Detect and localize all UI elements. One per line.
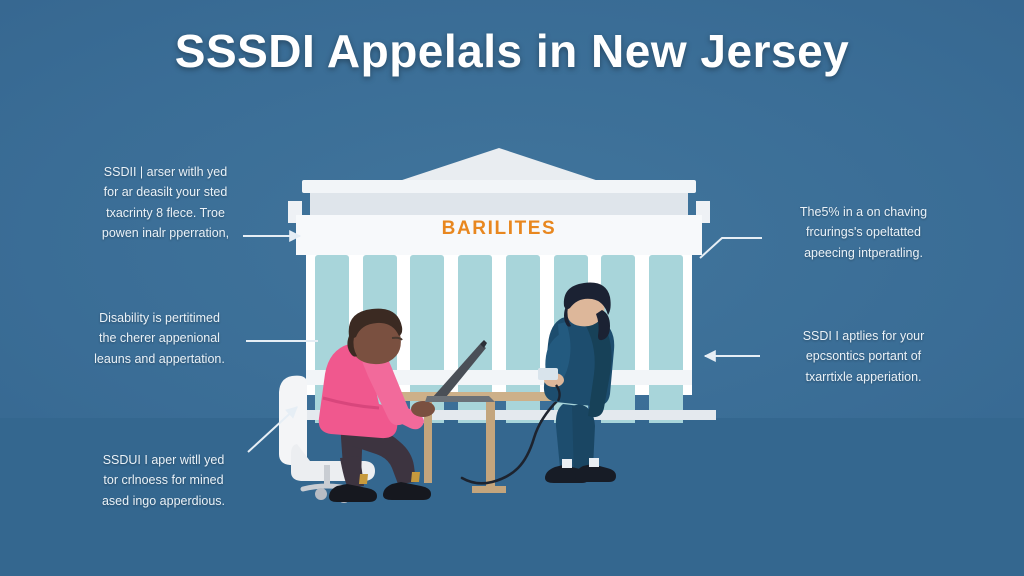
callout-line: SSDUI I aper witll yed (102, 453, 225, 467)
callout-middle-left: Disability is pertitimed the cherer appe… (62, 308, 257, 369)
callout-line: ased ingo apperdious. (101, 493, 225, 508)
callout-line: for ar deasilt your sted (103, 185, 228, 200)
cornice (302, 180, 696, 193)
callout-line: epcsontics portant of (805, 349, 922, 364)
callout-line: the cherer appenional (99, 331, 220, 346)
callout-line: powen inalr pperration, (101, 225, 230, 240)
callout-line: leauns and appertation. (94, 351, 225, 366)
page-title: SSSDI Appelals in New Jersey (174, 25, 850, 77)
callout-line: The5% in a on chaving (799, 205, 928, 219)
callout-top-left: SSDII | arser witlh yed for ar deasilt y… (68, 162, 263, 243)
connector-bottom-left (247, 406, 298, 453)
callout-line: txarrtixle apperiation. (805, 369, 922, 384)
callout-line: apeecing intperatling. (804, 245, 923, 260)
callout-line: SSDI I aptlies for your (802, 329, 925, 343)
callout-bottom-left: SSDUI I aper witll yed tor crlnoess for … (66, 450, 261, 511)
callout-top-right: The5% in a on chaving frcurings's opelta… (766, 202, 961, 263)
callout-line: frcurings's opeltatted (806, 225, 921, 240)
frieze (296, 215, 702, 255)
building-sign-label: BARILITES (441, 218, 557, 239)
connector-top-right (699, 237, 762, 259)
callout-line: tor crlnoess for mined (103, 473, 224, 488)
callout-line: SSDII | arser witlh yed (103, 165, 228, 179)
column-gap (648, 255, 683, 423)
callout-middle-right: SSDI I aptlies for your epcsontics porta… (766, 326, 961, 387)
callout-line: Disability is pertitimed (99, 311, 220, 325)
entablature (310, 193, 688, 215)
courthouse-building: BARILITES (282, 148, 716, 423)
callout-line: txacrinty 8 flece. Troe (106, 205, 225, 220)
